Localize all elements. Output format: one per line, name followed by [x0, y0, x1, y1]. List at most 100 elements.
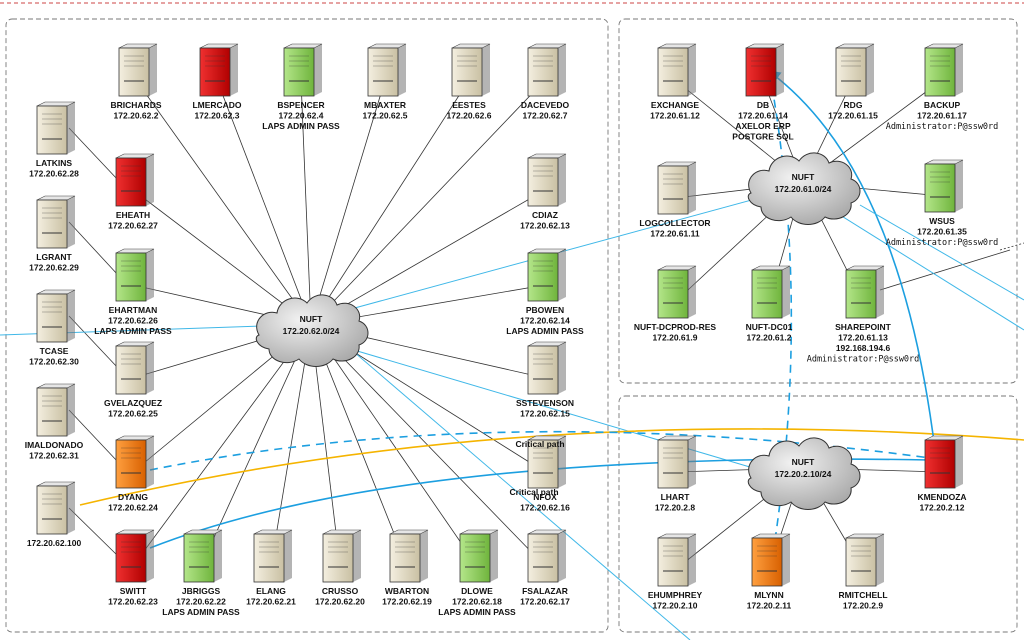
host-name: RDG [844, 100, 863, 110]
host-ip: 172.20.62.25 [108, 409, 158, 419]
host-ip: 172.20.61.2 [747, 333, 792, 343]
host-ip: 172.20.62.7 [523, 111, 568, 121]
zone-bottom-right [618, 395, 1018, 633]
host-name: EHARTMAN [109, 305, 158, 315]
host-ip: 172.20.62.27 [108, 221, 158, 231]
critical-path-label: Critical path [515, 439, 564, 449]
link [135, 79, 312, 326]
link [310, 189, 546, 326]
host-sharepoint[interactable]: SHAREPOINT172.20.61.13192.168.194.6Admin… [807, 265, 920, 365]
server-icon [657, 161, 697, 215]
server-icon [36, 195, 76, 249]
server-icon [845, 533, 885, 587]
host-ip: 172.20.61.35 [917, 227, 967, 237]
server-icon [115, 153, 155, 207]
host-ip: 172.20.62.30 [29, 357, 79, 367]
zone-top-right [618, 18, 1018, 384]
host-name: LATKINS [36, 158, 73, 168]
host-ip: 172.20.62.100 [27, 538, 82, 548]
server-icon [657, 265, 697, 319]
host-ip: 172.20.62.5 [363, 111, 408, 121]
host-name: PBOWEN [526, 305, 564, 315]
network-name: NUFT [792, 172, 815, 182]
link [310, 79, 470, 326]
server-icon [36, 481, 76, 535]
host-name: LOGCOLLECTOR [639, 218, 710, 228]
host-h100[interactable]: 172.20.62.100 [27, 481, 82, 548]
host-ip: 172.20.62.20 [315, 597, 365, 607]
clouds-layer: NUFT172.20.62.0/24NUFT172.20.61.0/24NUFT… [255, 152, 861, 510]
host-ip: 172.20.62.21 [246, 597, 296, 607]
host-ip: 172.20.62.19 [382, 597, 432, 607]
link [310, 324, 408, 567]
host-name: BRICHARDS [111, 100, 162, 110]
link [879, 249, 1011, 291]
host-note: Administrator:P@ssw0rd [886, 122, 999, 132]
server-icon [527, 435, 567, 489]
link [200, 324, 312, 567]
host-ip: 172.20.61.13 [838, 333, 888, 343]
server-icon [322, 529, 362, 583]
host-name: SWITT [120, 586, 147, 596]
cyan-link [339, 339, 691, 640]
server-icon [924, 43, 964, 97]
link [68, 221, 119, 276]
server-icon [657, 533, 697, 587]
host-ip: 172.20.62.3 [195, 111, 240, 121]
host-ip: 192.168.194.6 [836, 343, 891, 353]
cloud-shape [747, 437, 861, 510]
server-icon [835, 43, 875, 97]
host-note: Administrator:P@ssw0rd [807, 355, 920, 365]
link [310, 324, 478, 567]
server-icon [657, 43, 697, 97]
server-icon [527, 43, 567, 97]
host-name: ELANG [256, 586, 286, 596]
network-name: NUFT [300, 314, 323, 324]
zone-left [5, 18, 609, 633]
server-icon [118, 43, 158, 97]
host-name: EHEATH [116, 210, 150, 220]
host-ip: 172.20.61.15 [828, 111, 878, 121]
